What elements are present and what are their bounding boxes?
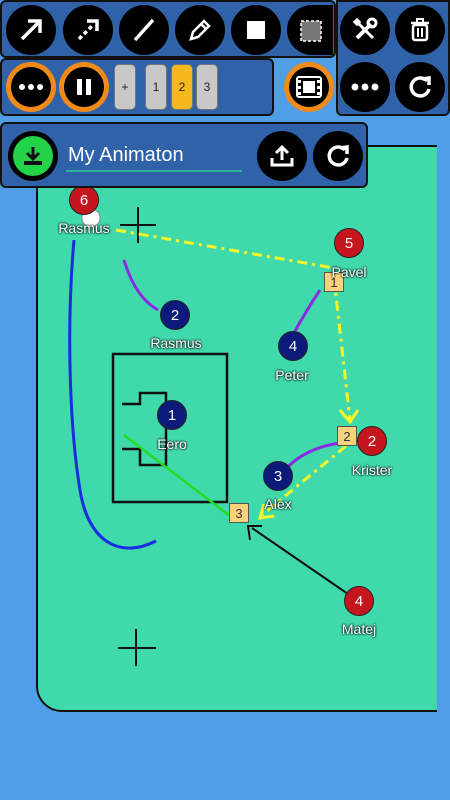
animation-title-input[interactable] bbox=[66, 140, 242, 172]
selection-icon bbox=[300, 20, 322, 42]
pause-icon bbox=[77, 79, 91, 95]
frame-3-button[interactable]: 3 bbox=[196, 64, 218, 110]
faceoff-cross-top bbox=[120, 207, 156, 243]
more-icon bbox=[19, 84, 43, 90]
player-blue-3[interactable]: 3 bbox=[263, 461, 293, 491]
player-red-4[interactable]: 4 bbox=[344, 586, 374, 616]
pause-button[interactable] bbox=[59, 62, 109, 112]
player-blue-2[interactable]: 2 bbox=[160, 300, 190, 330]
line-tool-button[interactable] bbox=[119, 5, 169, 55]
black-arrow bbox=[251, 527, 349, 595]
frame-2-button[interactable]: 2 bbox=[171, 64, 193, 110]
player-label: Matej bbox=[341, 621, 377, 637]
waypoint-3[interactable]: 3 bbox=[229, 503, 249, 523]
player-label: Peter bbox=[275, 367, 309, 383]
yellow-arrowheads bbox=[257, 409, 360, 520]
download-icon bbox=[24, 147, 42, 165]
waypoint-1[interactable]: 1 bbox=[324, 272, 344, 292]
trash-icon bbox=[411, 18, 429, 42]
rectangle-tool-button[interactable] bbox=[231, 5, 281, 55]
delete-button[interactable] bbox=[395, 5, 445, 55]
green-line bbox=[123, 434, 231, 517]
reset-button[interactable] bbox=[395, 62, 445, 112]
purple-path-2 bbox=[292, 289, 322, 334]
pencil-icon bbox=[189, 19, 211, 41]
upload-icon bbox=[270, 144, 294, 167]
dashed-arrow-tool-button[interactable] bbox=[63, 5, 113, 55]
player-blue-4[interactable]: 4 bbox=[278, 331, 308, 361]
add-frame-button[interactable]: + bbox=[114, 64, 136, 110]
playback-menu-button[interactable] bbox=[6, 62, 56, 112]
film-icon bbox=[296, 76, 322, 98]
rink-edge-mask bbox=[437, 140, 450, 720]
blue-path bbox=[68, 239, 157, 550]
more-icon bbox=[351, 83, 379, 91]
player-blue-1[interactable]: 1 bbox=[157, 400, 187, 430]
player-label: Alex bbox=[264, 496, 292, 512]
reload-icon bbox=[409, 75, 431, 98]
refresh-button[interactable] bbox=[313, 131, 363, 181]
player-label: Rasmus bbox=[58, 220, 110, 236]
player-label: Rasmus bbox=[150, 335, 202, 351]
selection-tool-button[interactable] bbox=[287, 5, 333, 55]
arrow-icon bbox=[20, 19, 42, 41]
tools-button[interactable] bbox=[340, 5, 390, 55]
yellow-pass-path bbox=[115, 228, 352, 517]
player-label: Pavel bbox=[331, 264, 367, 280]
waypoint-2[interactable]: 2 bbox=[337, 426, 357, 446]
film-button[interactable] bbox=[284, 62, 334, 112]
upload-button[interactable] bbox=[257, 131, 307, 181]
dashed-arrow-icon bbox=[77, 19, 99, 41]
line-icon bbox=[133, 18, 155, 42]
more-options-button[interactable] bbox=[340, 62, 390, 112]
player-red-2[interactable]: 2 bbox=[357, 426, 387, 456]
player-red-5[interactable]: 5 bbox=[334, 228, 364, 258]
square-icon bbox=[247, 21, 265, 39]
player-label: Krister bbox=[351, 462, 393, 478]
faceoff-cross-bottom bbox=[118, 629, 156, 666]
frame-1-button[interactable]: 1 bbox=[145, 64, 167, 110]
download-button[interactable] bbox=[8, 131, 58, 181]
purple-path-1 bbox=[122, 259, 159, 312]
player-label: Eero bbox=[157, 436, 187, 452]
reload-icon bbox=[327, 144, 349, 167]
wrench-screwdriver-icon bbox=[352, 17, 378, 40]
player-red-6[interactable]: 6 bbox=[69, 185, 99, 215]
pencil-tool-button[interactable] bbox=[175, 5, 225, 55]
arrow-tool-button[interactable] bbox=[6, 5, 56, 55]
